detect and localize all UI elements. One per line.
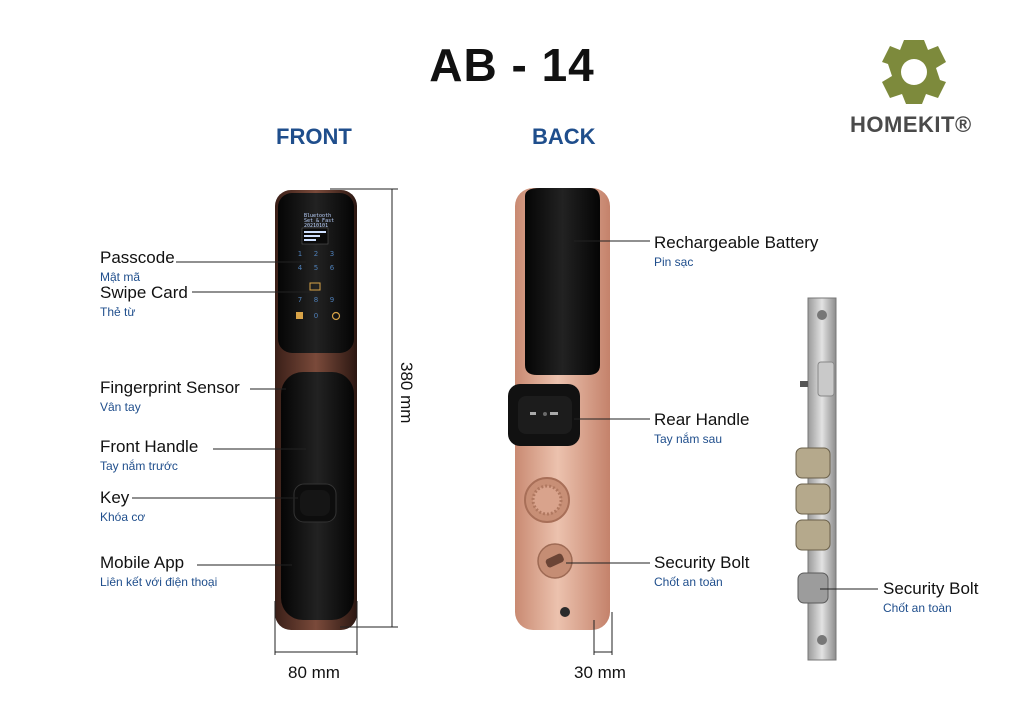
oled-line-2: Set & Fast (304, 218, 335, 224)
label-sub: Khóa cơ (100, 510, 146, 524)
label-sub: Mật mã (100, 270, 141, 284)
brand-name: HOMEKIT® (850, 112, 972, 137)
back-callouts (566, 240, 878, 590)
label-passcode: Passcode Mật mã (100, 248, 175, 284)
back-view-label: BACK (532, 124, 596, 149)
label-main: Mobile App (100, 553, 185, 572)
card-icon (309, 282, 321, 291)
depth-dimension: 30 mm (574, 663, 626, 682)
label-main: Front Handle (100, 437, 199, 456)
product-title: AB - 14 (429, 39, 595, 91)
label-main: Passcode (100, 248, 175, 267)
label-rear-handle: Rear Handle Tay nắm sau (654, 410, 749, 446)
label-swipe-card: Swipe Card Thẻ từ (100, 283, 188, 319)
homekit-logo: HOMEKIT® (850, 38, 990, 138)
label-sub: Thẻ từ (100, 305, 136, 319)
front-lock: 1 2 3 4 5 6 7 8 9 0 (275, 190, 357, 630)
label-sub: Vân tay (100, 400, 141, 414)
oled-text: Bluetooth Set & Fast 20210101 (304, 214, 334, 229)
key-8: 8 (314, 296, 318, 304)
label-main: Rear Handle (654, 410, 750, 429)
key-4: 4 (298, 264, 303, 272)
label-sub: Tay nắm trước (100, 459, 178, 473)
back-lock (508, 188, 610, 630)
label-main: Swipe Card (100, 283, 188, 302)
key-1: 1 (298, 250, 302, 258)
label-security-bolt-mortise: Security Bolt Chốt an toàn (883, 579, 978, 615)
key-7: 7 (298, 296, 302, 304)
label-key: Key Khóa cơ (100, 488, 145, 524)
label-sub: Chốt an toàn (883, 601, 952, 615)
oled-line-1: Bluetooth (304, 213, 332, 219)
key-0: 0 (314, 312, 318, 320)
label-mobile-app: Mobile App Liên kết với điện thoại (100, 553, 217, 589)
key-5: 5 (314, 264, 318, 272)
dimension-lines (274, 188, 613, 655)
label-main: Security Bolt (883, 579, 979, 598)
label-sub: Pin sạc (654, 255, 694, 269)
front-callouts (132, 261, 312, 566)
battery-cover (525, 188, 600, 375)
key-3: 3 (330, 250, 334, 258)
key-2: 2 (314, 250, 318, 258)
oled-line-3: 20210101 (304, 223, 329, 229)
front-view-label: FRONT (276, 124, 352, 149)
lock-status-icon (296, 312, 303, 319)
reset-button (560, 607, 570, 617)
bell-icon (331, 311, 341, 321)
label-rechargeable-battery: Rechargeable Battery Pin sạc (654, 233, 818, 269)
label-main: Rechargeable Battery (654, 233, 819, 252)
label-main: Security Bolt (654, 553, 750, 572)
label-sub: Liên kết với điện thoại (100, 575, 218, 589)
label-main: Key (100, 488, 130, 507)
label-fingerprint: Fingerprint Sensor Vân tay (100, 378, 240, 414)
label-front-handle: Front Handle Tay nắm trước (100, 437, 198, 473)
label-sub: Chốt an toàn (654, 575, 723, 589)
height-dimension: 380 mm (397, 362, 416, 424)
width-dimension: 80 mm (288, 663, 340, 682)
keypad: 1 2 3 4 5 6 7 8 9 0 (298, 250, 335, 320)
mortise-lock (795, 297, 837, 661)
key-9: 9 (330, 296, 334, 304)
key-6: 6 (330, 264, 335, 272)
logo-emblem-icon (882, 40, 946, 104)
label-sub: Tay nắm sau (654, 432, 723, 446)
label-security-bolt-back: Security Bolt Chốt an toàn (654, 553, 749, 589)
label-main: Fingerprint Sensor (100, 378, 240, 397)
